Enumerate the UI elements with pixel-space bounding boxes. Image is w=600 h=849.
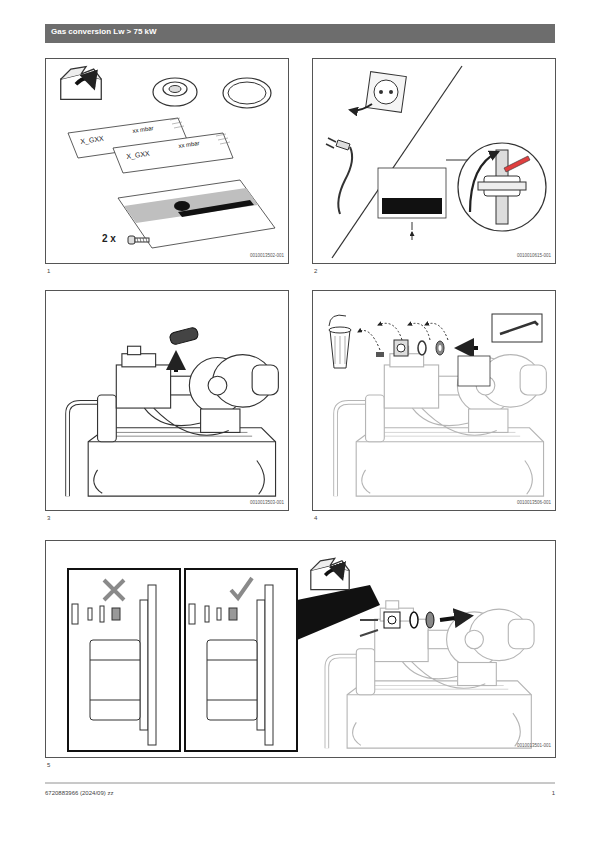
header-bar <box>45 24 555 43</box>
page-number: 1 <box>552 790 555 797</box>
document-number: 6720883966 (2024/09) zz <box>45 790 113 797</box>
step-number: 2 <box>314 268 317 275</box>
power-off-gas-off <box>326 66 546 258</box>
figure-code: 0010013506-001 <box>517 501 551 506</box>
panel-frames <box>46 59 556 758</box>
figure-code: 0010010615-001 <box>517 254 551 259</box>
kit-contents <box>61 67 275 248</box>
step-number: 1 <box>47 268 50 275</box>
figure-code: 0010013503-001 <box>250 501 284 506</box>
burner-assembly <box>68 327 279 497</box>
remove-parts <box>329 314 546 496</box>
step-number: 4 <box>314 515 317 522</box>
header-title: Gas conversion Lw > 75 kW <box>51 28 157 37</box>
quantity: 2 x <box>102 233 116 244</box>
figure-code: 0010013501-001 <box>517 744 551 749</box>
step-number: 3 <box>47 515 50 522</box>
figure-code: 0010013502-001 <box>250 254 284 259</box>
step-number: 5 <box>47 762 50 769</box>
install-nozzle <box>68 558 534 751</box>
